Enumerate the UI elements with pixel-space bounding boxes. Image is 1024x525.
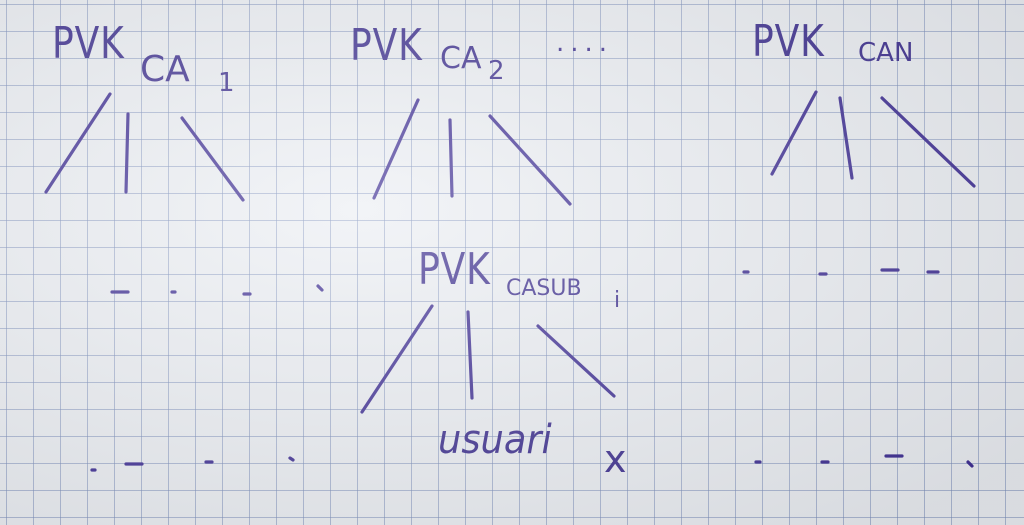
branch-can-mid bbox=[838, 96, 854, 180]
branch-can-left bbox=[770, 90, 818, 176]
branch-ca1-left bbox=[44, 92, 112, 194]
branch-ca2-mid bbox=[448, 118, 454, 198]
node-pvk-ca1-main: PVK bbox=[52, 18, 125, 69]
user-label: usuari bbox=[438, 417, 552, 463]
node-pvk-can-sub: CAN bbox=[858, 38, 914, 68]
user-var: x bbox=[604, 437, 627, 481]
branch-ca2-right bbox=[488, 114, 572, 206]
node-pvk-casub-index: i bbox=[614, 288, 621, 313]
node-pvk-casub-sub: CASUB bbox=[506, 276, 582, 301]
branch-ca1-right bbox=[180, 116, 245, 202]
dash-mid-left-4 bbox=[316, 284, 324, 292]
branch-ca1-mid bbox=[124, 112, 130, 194]
dash-bot-left-4 bbox=[288, 456, 295, 462]
node-pvk-ca1-index: 1 bbox=[218, 68, 235, 98]
node-pvk-ca2-main: PVK bbox=[350, 20, 423, 71]
node-pvk-ca2-sub: CA bbox=[440, 41, 482, 76]
node-pvk-ca2-index: 2 bbox=[488, 56, 505, 86]
branch-casub-right bbox=[536, 324, 616, 398]
branch-casub-mid bbox=[466, 310, 474, 400]
node-pvk-casub-main: PVK bbox=[418, 244, 491, 295]
branch-ca2-left bbox=[372, 98, 420, 200]
ellipsis-top: .... bbox=[556, 28, 614, 58]
node-pvk-can-main: PVK bbox=[752, 16, 825, 67]
dash-bot-right-4 bbox=[966, 460, 974, 468]
node-pvk-ca1-sub: CA bbox=[140, 49, 190, 90]
branch-can-right bbox=[880, 96, 976, 188]
branch-casub-left bbox=[360, 304, 434, 414]
